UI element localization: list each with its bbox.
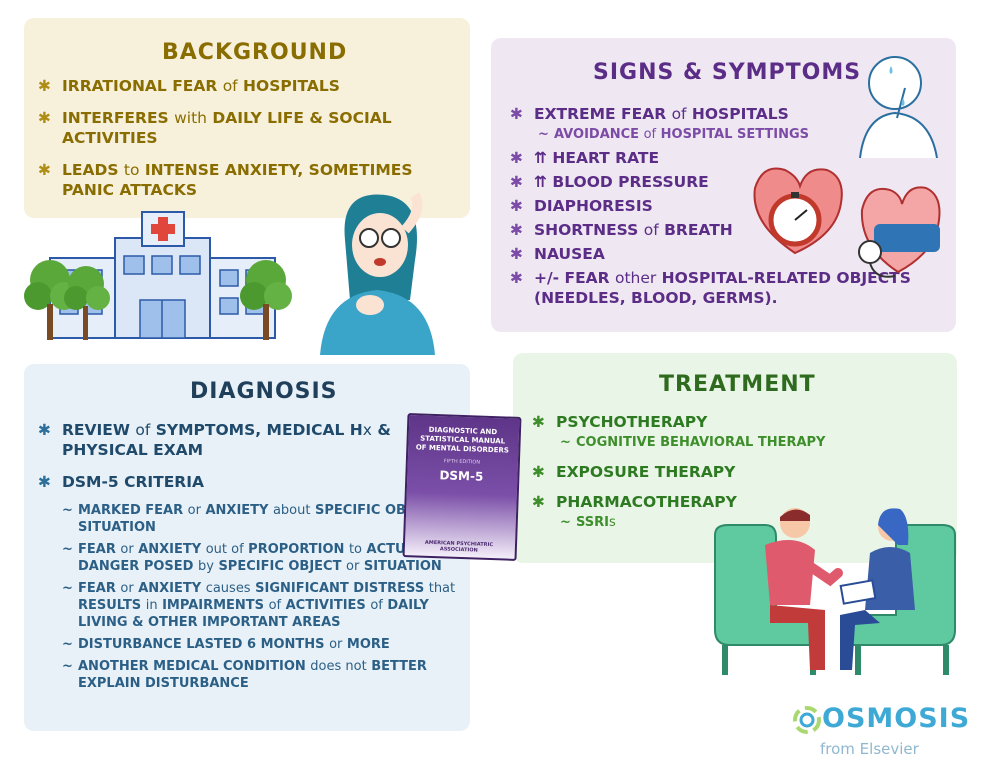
asterisk-bullet-icon: ✱ xyxy=(532,493,545,511)
criteria-item: ~FEAR or ANXIETY out of PROPORTION to AC… xyxy=(62,542,442,574)
asterisk-bullet-icon: ✱ xyxy=(510,245,523,263)
criteria-item: ~MARKED FEAR or ANXIETY about SPECIFIC O… xyxy=(62,503,456,535)
signs-item: ✱NAUSEA xyxy=(510,245,605,263)
therapy-session-icon xyxy=(714,508,956,675)
asterisk-bullet-icon: ✱ xyxy=(510,221,523,239)
tilde-bullet-icon: ~ xyxy=(62,542,73,557)
signs-item: ✱SHORTNESS of BREATH xyxy=(510,221,733,239)
asterisk-bullet-icon: ✱ xyxy=(38,161,51,179)
signs-item: ✱DIAPHORESIS xyxy=(510,197,653,215)
diagnosis-list: ✱REVIEW of SYMPTOMS, MEDICAL Hx & PHYSIC… xyxy=(38,420,458,704)
tilde-bullet-icon: ~ xyxy=(62,637,73,652)
background-item: ✱INTERFERES with DAILY LIFE & SOCIAL ACT… xyxy=(38,109,392,147)
signs-subitem: ~AVOIDANCE of HOSPITAL SETTINGS xyxy=(538,127,810,142)
tilde-bullet-icon: ~ xyxy=(560,515,571,530)
background-item: ✱LEADS to INTENSE ANXIETY, SOMETIMES PAN… xyxy=(38,161,413,199)
tilde-bullet-icon: ~ xyxy=(538,127,549,142)
osmosis-logo: OSMOSIS from Elsevier xyxy=(792,703,969,763)
signs-item: ✱⇈ BLOOD PRESSURE xyxy=(510,173,709,191)
criteria-item: ~DISTURBANCE LASTED 6 MONTHS or MORE xyxy=(62,637,390,652)
asterisk-bullet-icon: ✱ xyxy=(510,197,523,215)
osmosis-logo-text: OSMOSIS xyxy=(822,703,971,734)
criteria-item: ~ANOTHER MEDICAL CONDITION does not BETT… xyxy=(62,659,427,691)
asterisk-bullet-icon: ✱ xyxy=(510,269,523,287)
background-list: ✱IRRATIONAL FEAR of HOSPITALS ✱INTERFERE… xyxy=(38,76,458,212)
asterisk-bullet-icon: ✱ xyxy=(532,463,545,481)
tilde-bullet-icon: ~ xyxy=(62,659,73,674)
heart-stopwatch-icon xyxy=(753,167,843,255)
background-panel xyxy=(24,18,470,218)
diagnosis-item: ✱DSM-5 CRITERIA ~MARKED FEAR or ANXIETY … xyxy=(38,472,458,692)
asterisk-bullet-icon: ✱ xyxy=(38,473,51,491)
book-edition: FIFTH EDITION xyxy=(443,458,481,466)
signs-list: ✱EXTREME FEAR of HOSPITALS ~AVOIDANCE of… xyxy=(510,104,950,312)
tilde-bullet-icon: ~ xyxy=(62,503,73,518)
dsm5-criteria-list: ~MARKED FEAR or ANXIETY about SPECIFIC O… xyxy=(58,502,458,692)
treatment-subitem: ~COGNITIVE BEHAVIORAL THERAPY xyxy=(560,435,826,450)
sweating-person-icon xyxy=(859,56,938,158)
asterisk-bullet-icon: ✱ xyxy=(510,105,523,123)
signs-symptoms-title: SIGNS & SYMPTOMS xyxy=(593,60,862,85)
treatment-item: ✱EXPOSURE THERAPY xyxy=(532,463,736,481)
diagnosis-title: DIAGNOSIS xyxy=(190,379,338,404)
signs-item: ✱+/- FEAR other HOSPITAL-RELATED OBJECTS… xyxy=(510,269,911,307)
asterisk-bullet-icon: ✱ xyxy=(510,149,523,167)
treatment-item: ✱PSYCHOTHERAPY ~COGNITIVE BEHAVIORAL THE… xyxy=(532,412,952,452)
criteria-item: ~FEAR or ANXIETY causes SIGNIFICANT DIST… xyxy=(62,581,456,630)
book-publisher: AMERICAN PSYCHIATRIC ASSOCIATION xyxy=(424,539,494,554)
heart-blood-pressure-cuff-icon xyxy=(858,186,941,278)
tilde-bullet-icon: ~ xyxy=(62,581,73,596)
treatment-title: TREATMENT xyxy=(659,372,816,397)
tilde-bullet-icon: ~ xyxy=(560,435,571,450)
signs-item: ✱⇈ HEART RATE xyxy=(510,149,660,167)
asterisk-bullet-icon: ✱ xyxy=(38,109,51,127)
book-title: DIAGNOSTIC AND STATISTICAL MANUAL OF MEN… xyxy=(415,425,510,455)
treatment-subitem: ~SSRIs xyxy=(560,515,616,530)
signs-item: ✱EXTREME FEAR of HOSPITALS ~AVOIDANCE of… xyxy=(510,104,950,144)
osmosis-logo-icon xyxy=(793,706,821,734)
asterisk-bullet-icon: ✱ xyxy=(38,421,51,439)
hospital-building-icon xyxy=(24,211,292,340)
treatment-item: ✱PHARMACOTHERAPY ~SSRIs xyxy=(532,492,952,532)
asterisk-bullet-icon: ✱ xyxy=(510,173,523,191)
diagnosis-item: ✱REVIEW of SYMPTOMS, MEDICAL Hx & PHYSIC… xyxy=(38,421,391,459)
treatment-list: ✱PSYCHOTHERAPY ~COGNITIVE BEHAVIORAL THE… xyxy=(532,412,952,542)
anxious-person-icon xyxy=(320,192,435,355)
background-title: BACKGROUND xyxy=(162,40,348,65)
book-short-title: DSM-5 xyxy=(439,468,484,484)
osmosis-logo-subtitle: from Elsevier xyxy=(820,740,919,758)
dsm5-book-icon: DIAGNOSTIC AND STATISTICAL MANUAL OF MEN… xyxy=(402,413,522,561)
diagnosis-panel xyxy=(24,364,470,731)
asterisk-bullet-icon: ✱ xyxy=(38,77,51,95)
asterisk-bullet-icon: ✱ xyxy=(532,413,545,431)
background-item: ✱IRRATIONAL FEAR of HOSPITALS xyxy=(38,77,340,95)
